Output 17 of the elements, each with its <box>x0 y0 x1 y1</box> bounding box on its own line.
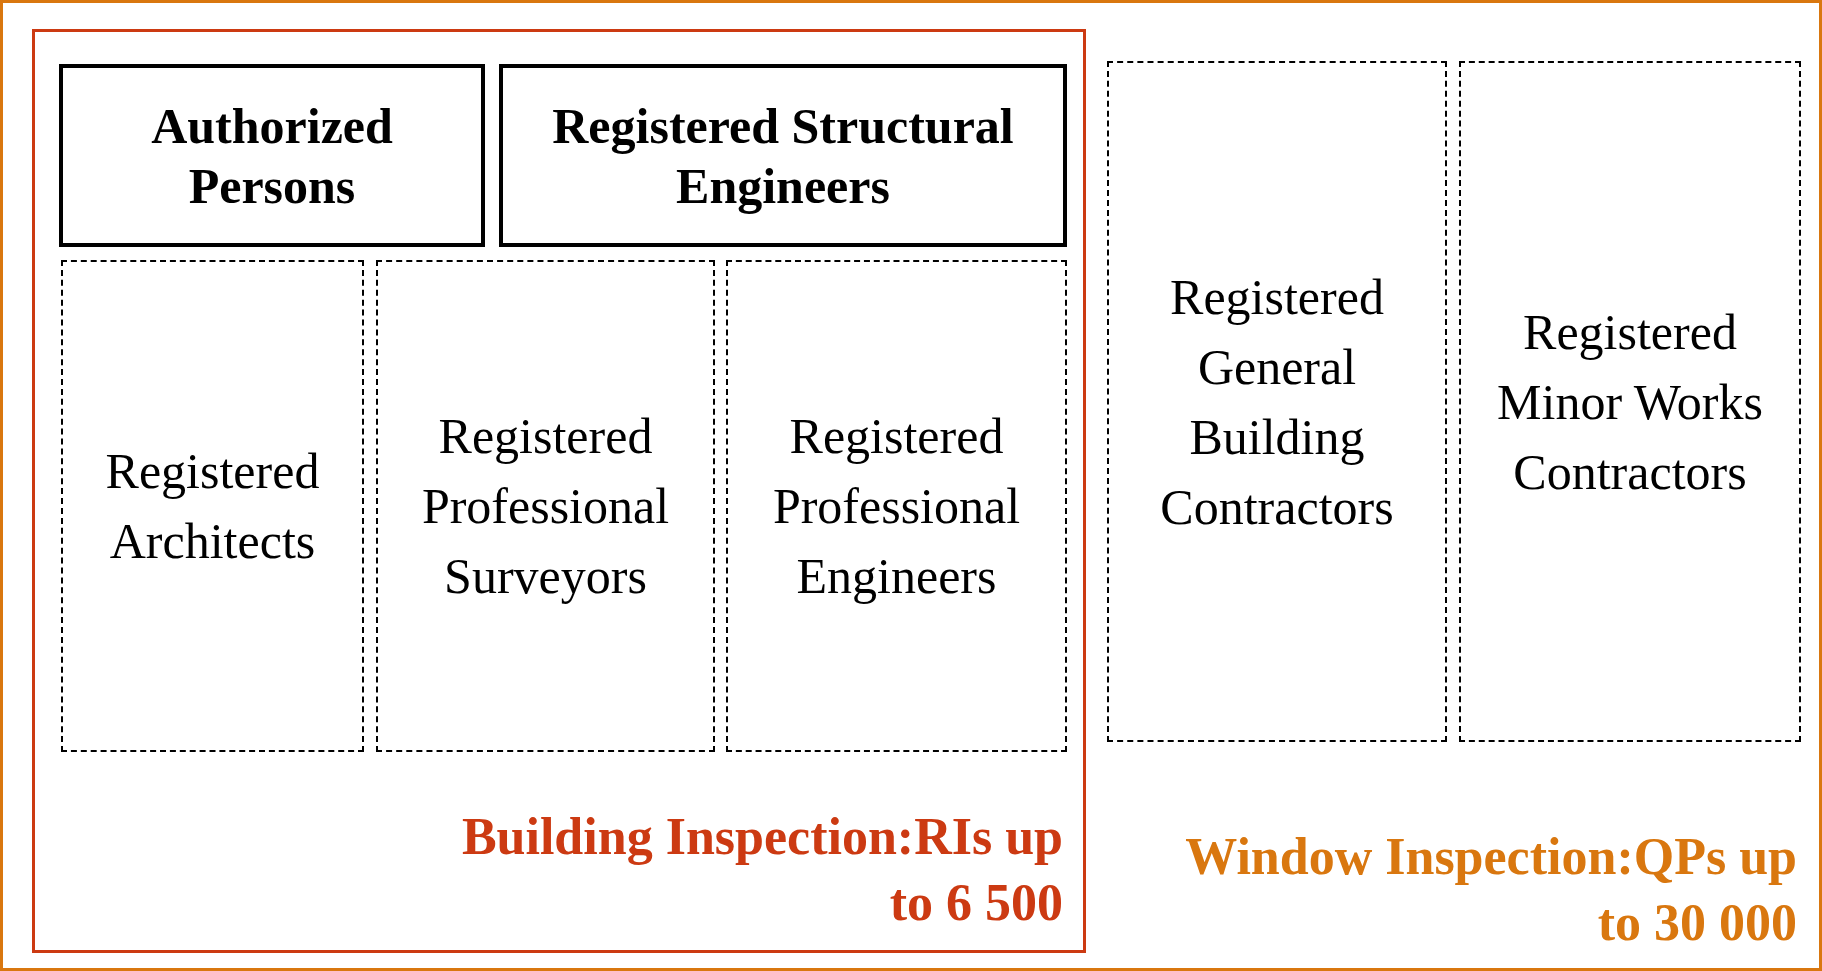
category-box <box>1459 61 1801 742</box>
category-label: Registered Structural Engineers <box>551 96 1015 216</box>
category-box <box>376 260 715 752</box>
category-box <box>499 64 1067 247</box>
category-box <box>59 64 485 247</box>
category-box <box>61 260 364 752</box>
category-box <box>1107 61 1447 742</box>
category-label: Registered General Building Contractors <box>1159 267 1395 537</box>
category-box <box>726 260 1067 752</box>
category-label: Registered Professional Surveyors <box>420 407 671 606</box>
category-label: Registered Professional Engineers <box>771 407 1022 606</box>
group-frame <box>32 29 1086 953</box>
group-label: Window Inspection:QPs up to 30 000 <box>1184 827 1797 953</box>
category-label: Registered Minor Works Contractors <box>1496 302 1764 502</box>
group-label: Building Inspection:RIs up to 6 500 <box>460 807 1063 933</box>
category-label: Authorized Persons <box>150 96 394 216</box>
category-label: Registered Architects <box>104 442 321 571</box>
